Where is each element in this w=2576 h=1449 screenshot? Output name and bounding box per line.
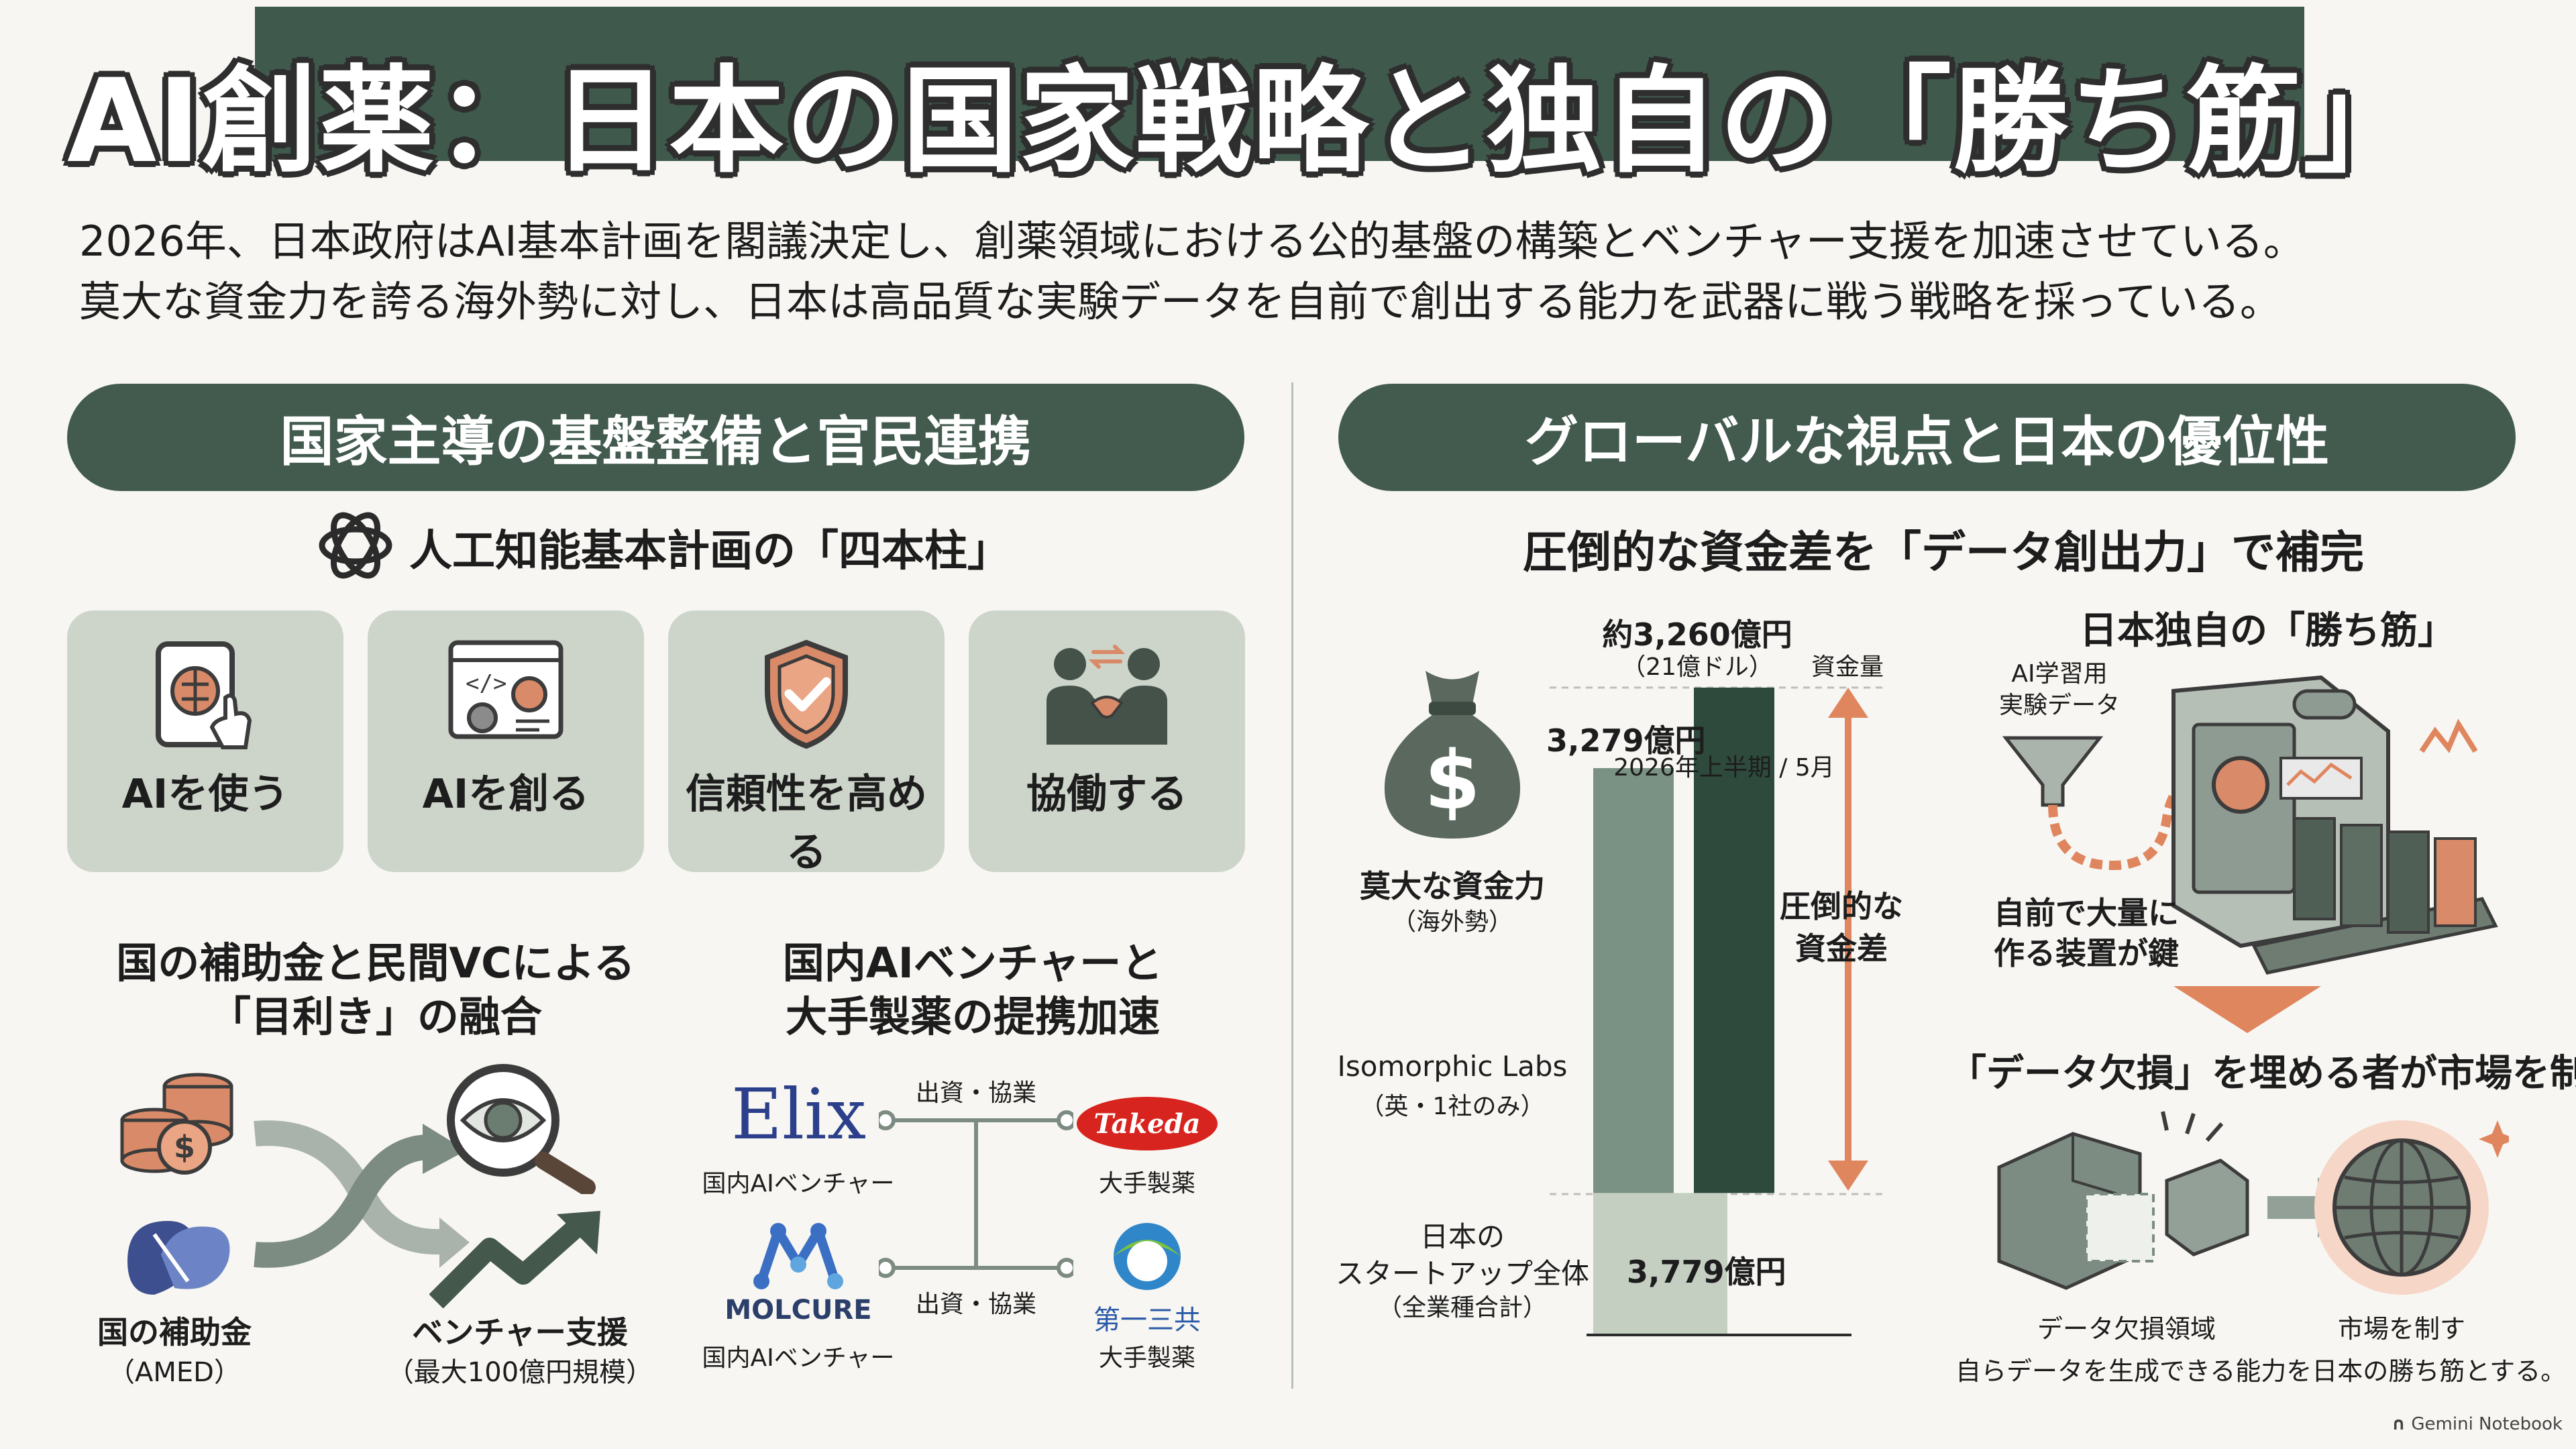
gap-label-2: 資金差 <box>1795 930 1888 967</box>
bar-funding-dark <box>1694 688 1774 1193</box>
gap-arrow <box>1828 688 1868 1191</box>
missing-label: データ欠損領域 <box>2037 1314 2216 1344</box>
daiichi-sankyo-logo-icon <box>1114 1223 1181 1290</box>
svg-text:$: $ <box>174 1129 195 1165</box>
takeda-logo: Takeda <box>1077 1097 1218 1150</box>
partners-title-line-2: 大手製薬の提携加速 <box>785 992 1160 1041</box>
ai-data-line-1: AI学習用 <box>2011 660 2108 688</box>
amed-sub: （AMED） <box>108 1357 241 1388</box>
brand-name: Gemini Notebook <box>2411 1414 2563 1434</box>
puzzle-missing-icon <box>1997 1111 2249 1290</box>
svg-text:</>: </> <box>466 670 506 697</box>
daiichi-caption: 大手製薬 <box>1098 1344 1195 1372</box>
market-label: 市場を制す <box>2337 1314 2465 1344</box>
pillar-card-create-ai: </> AIを創る <box>368 610 644 872</box>
lead-line-2: 莫大な資金力を誇る海外勢に対し、日本は高品質な実験データを自前で創出する能力を武… <box>79 277 2282 326</box>
pillar-card-use-ai: AIを使う <box>67 610 343 872</box>
title-band <box>255 7 2304 161</box>
daiichi-logo-text: 第一三共 <box>1093 1305 1201 1336</box>
pillar-card-collaborate: 協働する <box>969 610 1245 872</box>
elix-caption: 国内AIベンチャー <box>702 1170 895 1197</box>
conclusion-text: 自らデータを生成できる能力を日本の勝ち筋とする。 <box>1955 1356 2567 1386</box>
openai-knot-icon <box>319 512 392 579</box>
link-label-top: 出資・協業 <box>915 1079 1036 1107</box>
molcure-logo-icon <box>753 1223 843 1289</box>
pillars-title: 人工知能基本計画の「四本柱」 <box>409 527 1010 576</box>
shield-check-icon <box>765 639 848 749</box>
handshake-people-icon <box>1046 645 1167 745</box>
gap-title: 「データ欠損」を埋める者が市場を制す <box>1949 1052 2576 1095</box>
merge-arrows-icon <box>254 1120 470 1268</box>
bar2-value-sub: （21億ドル） <box>1621 653 1773 681</box>
pillar-label-collaborate: 協働する <box>1026 771 1187 818</box>
japan-value-label: 3,779億円 <box>1627 1254 1786 1290</box>
ai-data-line-2: 実験データ <box>1998 692 2120 719</box>
partners-title-line-1: 国内AIベンチャーと <box>782 938 1163 987</box>
takeda-caption: 大手製薬 <box>1098 1170 1195 1197</box>
right-section-header: グローバルな視点と日本の優位性 <box>1338 384 2516 491</box>
bar-japan-startups <box>1593 1193 1727 1335</box>
left-section-header: 国家主導の基盤整備と官民連携 <box>67 384 1244 491</box>
amed-label: 国の補助金 <box>97 1314 252 1350</box>
svg-text:$: $ <box>1424 735 1481 828</box>
partner-links <box>879 1110 1073 1278</box>
trend-up-arrow-icon <box>429 1211 600 1308</box>
funding-title-line-1: 国の補助金と民間VCによる <box>116 938 635 987</box>
funding-chart <box>1550 686 1885 1336</box>
coins-stack-icon: $ <box>120 1073 233 1175</box>
code-gear-icon: </> <box>448 640 564 739</box>
money-label: 莫大な資金力 <box>1360 868 1545 904</box>
pillar-label-use: AIを使う <box>121 771 289 818</box>
bar2-value-label: 約3,260億円 <box>1602 616 1792 653</box>
down-arrow-icon <box>2174 986 2321 1033</box>
venture-sub: （最大100億円規模） <box>386 1357 653 1388</box>
tablet-brain-icon <box>156 641 252 749</box>
center-divider <box>1291 382 1293 1389</box>
venture-label: ベンチャー支援 <box>412 1314 628 1350</box>
elix-logo: Elix <box>731 1073 867 1155</box>
money-sub: （海外勢） <box>1391 908 1513 936</box>
lead-line-1: 2026年、日本政府はAI基本計画を閣議決定し、創薬領域における公的基盤の構築と… <box>79 217 2305 266</box>
japan-label-1: 日本の <box>1419 1220 1505 1253</box>
pillar-label-trust: 信頼性を高める <box>686 771 927 876</box>
molcure-logo-text: MOLCURE <box>724 1295 872 1326</box>
funding-title-line-2: 「目利き」の融合 <box>209 992 542 1041</box>
brand-footer: ∩ Gemini Notebook <box>2392 1414 2563 1434</box>
globe-glow-icon <box>2314 1120 2509 1295</box>
iso-sub: （英・1社のみ） <box>1360 1093 1545 1120</box>
pillar-card-trust: 信頼性を高める <box>668 610 945 876</box>
win-title: 日本独自の「勝ち筋」 <box>2080 609 2455 653</box>
data-machine-illustration <box>2002 675 2498 975</box>
pillar-label-create: AIを創る <box>422 771 590 818</box>
amed-logo-icon <box>127 1221 230 1295</box>
brand-mark-icon: ∩ <box>2392 1414 2406 1434</box>
molcure-caption: 国内AIベンチャー <box>702 1344 895 1372</box>
device-line-2: 作る装置が鍵 <box>1994 935 2179 971</box>
link-label-bottom: 出資・協業 <box>915 1291 1036 1318</box>
page-title: AI創薬：日本の国家戦略と独自の「勝ち筋」 <box>67 54 2420 189</box>
japan-label-3: （全業種合計） <box>1377 1294 1547 1322</box>
iso-label: Isomorphic Labs <box>1337 1050 1568 1083</box>
eye-magnifier-icon <box>447 1064 596 1194</box>
amount-label: 資金量 <box>1811 653 1884 681</box>
bar-funding-mid <box>1593 768 1674 1193</box>
device-line-1: 自前で大量に <box>1994 895 2179 931</box>
gap-label-1: 圧倒的な <box>1780 888 1903 924</box>
japan-label-2: スタートアップ全体 <box>1335 1257 1589 1290</box>
chart-title: 圧倒的な資金差を「データ創出力」で補完 <box>1523 527 2364 578</box>
money-bag-icon: $ <box>1384 671 1521 839</box>
x-axis-label: 2026年上半期 / 5月 <box>1613 754 1835 782</box>
bar1-value-label: 3,279億円 <box>1546 722 1706 759</box>
